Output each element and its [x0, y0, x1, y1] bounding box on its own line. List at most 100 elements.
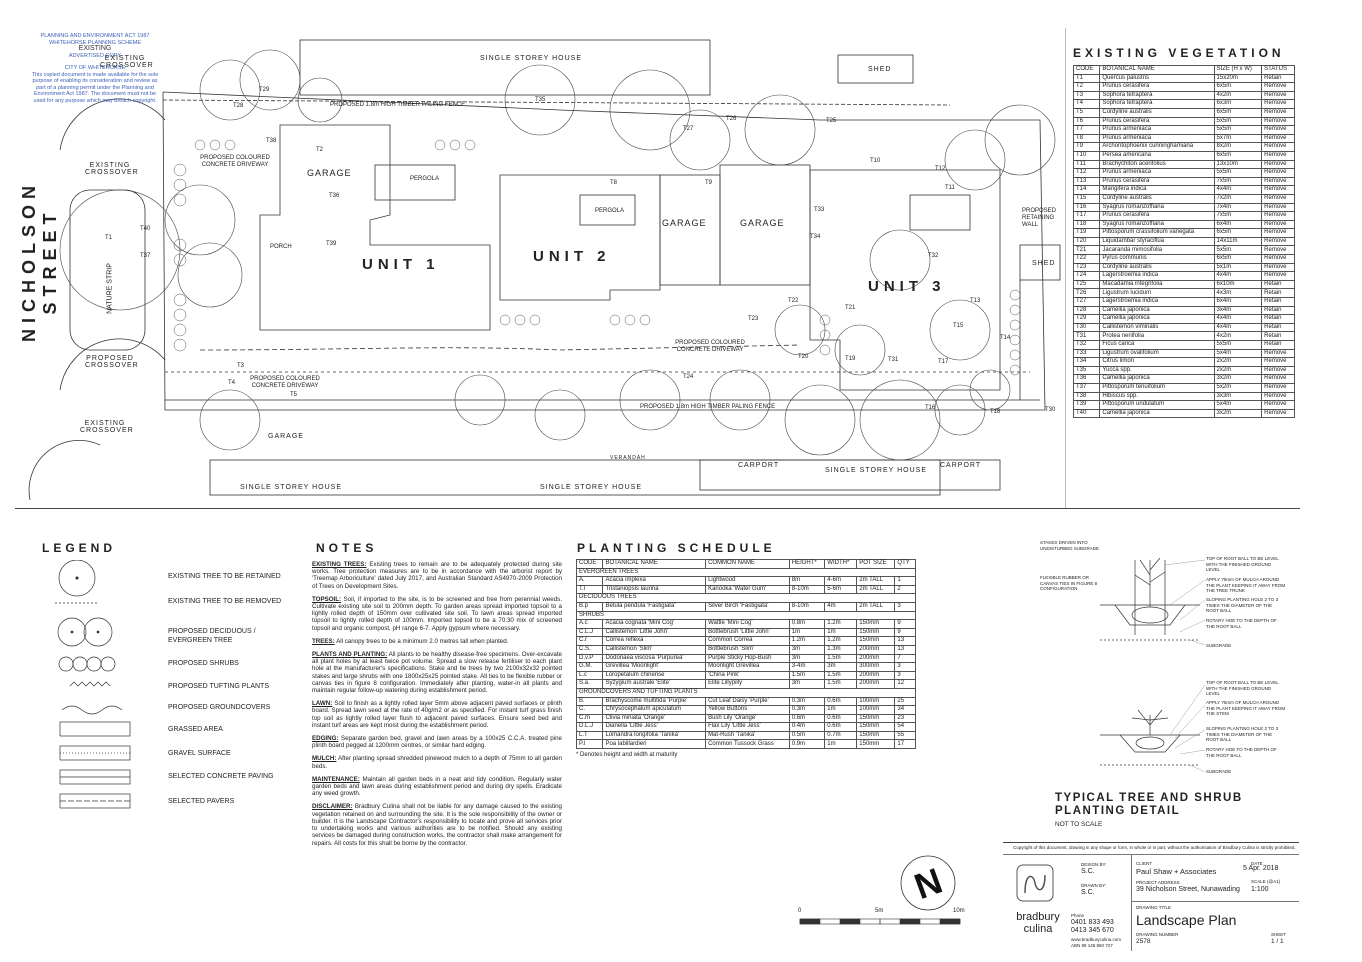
table-cell: Brachyscome multifida 'Purple' [602, 696, 707, 707]
neighbour-house-label: SINGLE STOREY HOUSE [480, 55, 582, 62]
table-cell: Common Correa [705, 636, 790, 646]
abn: ABN 98 145 960 727 [1071, 943, 1113, 948]
existing-vegetation-table: CODE BOTANICAL NAME SIZE (H x W) STATUS … [1072, 65, 1295, 419]
table-cell: Remove [1261, 211, 1295, 221]
table-cell: T17 [1072, 211, 1101, 221]
notes-body: EXISTING TREES: Existing trees to remain… [312, 561, 562, 853]
detail-note: TOP OF ROOT BALL TO BE LEVEL WITH THE FI… [1206, 556, 1279, 572]
table-cell: Retain [1261, 305, 1295, 316]
table-cell: 1.5m [824, 670, 858, 681]
table-cell: 3m [788, 644, 826, 655]
detail-title: TYPICAL TREE AND SHRUB PLANTING DETAIL [1055, 792, 1243, 817]
tree-tag: T3 [237, 363, 245, 369]
table-cell: 5x4m [1213, 348, 1263, 359]
driveway-label: PROPOSED COLOURED CONCRETE DRIVEWAY [250, 376, 320, 389]
table-cell: Protea neriifolia [1099, 331, 1215, 341]
drawing-number-label: DRAWING NUMBER [1136, 932, 1179, 937]
table-cell: Moonlight Grevillea [705, 662, 790, 672]
schedule-footnote: * Denotes height and width at maturity [576, 752, 678, 759]
table-cell: C.S. [575, 644, 604, 655]
detail-note: SLOPING PLANTING HOLE 2 TO 3 TIMES THE D… [1206, 726, 1279, 742]
proposed-crossover-label: PROPOSED CROSSOVER [85, 355, 139, 369]
table-cell: 34 [894, 705, 916, 715]
table-cell: Callistemon 'Little John' [602, 627, 707, 638]
table-cell: Retain [1261, 314, 1295, 324]
table-cell: 300mm [856, 662, 896, 672]
table-cell: Retain [1261, 288, 1295, 299]
tree-tag: T11 [945, 185, 955, 191]
table-cell: Mat-Rush 'Tanika' [705, 730, 790, 741]
table-cell: P.l [575, 739, 604, 750]
table-cell: 1m [824, 739, 858, 750]
neighbour-house-label: SINGLE STOREY HOUSE [825, 467, 927, 474]
sheet-label: SHEET [1271, 932, 1287, 937]
project-address: 39 Nicholson Street, Nunawading [1136, 886, 1240, 893]
table-cell: 200mm [856, 670, 896, 681]
table-cell: 12 [894, 679, 916, 689]
table-header-row: CODE BOTANICAL NAME COMMON NAME HEIGHT* … [575, 559, 916, 569]
table-cell: 150mm [856, 739, 896, 750]
table-cell: C.m [575, 713, 604, 724]
table-cell: Remove [1261, 262, 1295, 273]
note-heading: EDGING: [312, 735, 339, 743]
table-cell: 1.5m [824, 653, 858, 664]
table-cell: T12 [1072, 168, 1101, 178]
table-cell: 55 [894, 730, 916, 741]
table-cell: Betula pendula 'Fastigiata' [602, 601, 707, 612]
table-header: BOTANICAL NAME [1099, 65, 1215, 75]
date-label: DATE [1251, 861, 1263, 866]
table-cell: T4 [1072, 99, 1101, 109]
table-cell: Pittosporum crassifolium variegata [1099, 228, 1215, 238]
table-cell: Remove [1261, 382, 1295, 393]
table-cell: Prunus armeniaca [1099, 133, 1215, 144]
table-cell: Prunus cerasifera [1099, 211, 1215, 221]
tree-tag: T29 [259, 87, 270, 93]
table-cell: Brachychiton acerifolius [1099, 159, 1215, 170]
table-cell: T20 [1072, 236, 1101, 247]
fence-label: PROPOSED 1.8m HIGH TIMBER PALING FENCE [330, 102, 466, 108]
legend-item: EXISTING TREE TO BE RETAINED [168, 573, 281, 580]
table-cell: 0.6m [824, 713, 858, 724]
note-heading: MULCH: [312, 755, 337, 763]
street-name: NICHOLSON STREET [19, 180, 60, 342]
table-cell: 4x4m [1213, 271, 1263, 281]
table-cell: Bottlebrush 'Little John' [705, 627, 790, 638]
table-cell: 'China Pink' [705, 670, 790, 681]
table-cell: Remove [1261, 365, 1295, 376]
table-cell: Remove [1261, 271, 1295, 281]
note-heading: PLANTS AND PLANTING: [312, 651, 388, 659]
table-cell: L.c [575, 670, 604, 681]
table-cell: Retain [1261, 279, 1295, 290]
table-cell: 9 [894, 619, 916, 629]
table-header-row: CODE BOTANICAL NAME SIZE (H x W) STATUS [1072, 65, 1295, 75]
legend-item: PROPOSED DECIDUOUS / EVERGREEN TREE [168, 628, 256, 644]
table-cell: 3-4m [788, 662, 826, 672]
table-cell: 150mm [856, 730, 896, 741]
note-text: Existing trees to remain are to be adequ… [312, 561, 562, 590]
unit-3-label: UNIT 3 [868, 278, 946, 295]
table-cell: Bottlebrush 'Slim' [705, 644, 790, 655]
planting-schedule-title: PLANTING SCHEDULE [577, 541, 776, 555]
table-cell: Pittosporum tenuifolium [1099, 382, 1215, 393]
tree-tag: T12 [935, 166, 946, 172]
table-cell: C. [575, 705, 604, 715]
table-cell: Remove [1261, 408, 1295, 419]
tree-tag: T26 [726, 116, 737, 122]
table-cell: 1 [894, 576, 916, 586]
table-cell: Sophora tetraptera [1099, 90, 1215, 101]
table-cell: Ligustrum lucidum [1099, 288, 1215, 299]
table-cell: T35 [1072, 365, 1101, 376]
design-by-label: DESIGN BY: [1081, 862, 1107, 867]
table-cell: 6x5m [1213, 150, 1263, 161]
table-cell: 3 [894, 601, 916, 612]
table-cell: 5x5m [1213, 125, 1263, 135]
table-cell: 4m [824, 601, 858, 612]
